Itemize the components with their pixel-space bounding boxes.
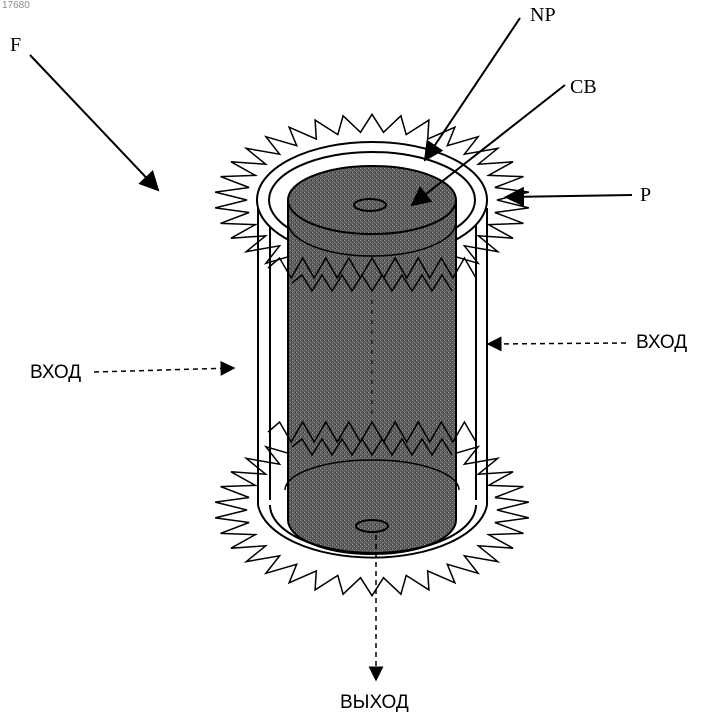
label-F: F [10, 34, 21, 57]
label-NP: NP [530, 4, 556, 27]
arrow-P [506, 195, 632, 197]
label-inlet-left: ВХОД [30, 362, 81, 384]
label-outlet: ВЫХОД [340, 692, 409, 714]
label-inlet-right: ВХОД [636, 332, 687, 354]
label-CB: CB [570, 76, 597, 99]
arrow-F [30, 55, 158, 190]
corner-number: 17680 [2, 0, 30, 11]
label-P: P [640, 184, 651, 207]
arrow-inlet-right [488, 343, 626, 344]
arrow-inlet-left [94, 368, 234, 372]
